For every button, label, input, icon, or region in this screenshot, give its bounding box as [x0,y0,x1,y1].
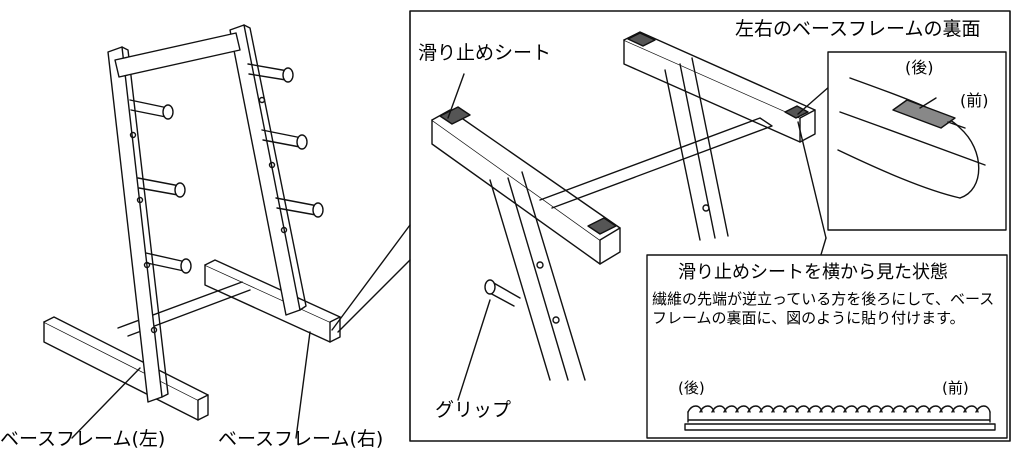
underside-back-label: (後) [905,58,934,77]
side-view-description: 繊維の先端が逆立っている方を後ろにして、ベースフレームの裏面に、図のように貼り付… [652,290,995,327]
base-frame-detail-drawing [431,31,831,401]
base-frame-left-label: ベースフレーム(左) [0,428,166,450]
underside-front-label: (前) [960,91,989,110]
rack-overall-drawing [43,24,411,439]
base-frame-right-label: ベースフレーム(右) [218,428,384,450]
side-view-box [646,254,1008,439]
side-view-title: 滑り止めシートを横から見た状態 [678,262,948,283]
slip-sheet-side-profile [684,405,996,431]
slip-sheet-label: 滑り止めシート [418,42,552,64]
underside-inset [827,51,1007,231]
side-front-label: (前) [942,379,969,397]
grip-label: グリップ [435,399,512,421]
side-back-label: (後) [678,379,705,397]
detail-frame [409,10,1011,442]
underside-title: 左右のベースフレームの裏面 [735,18,981,40]
underside-drawing [837,77,986,199]
